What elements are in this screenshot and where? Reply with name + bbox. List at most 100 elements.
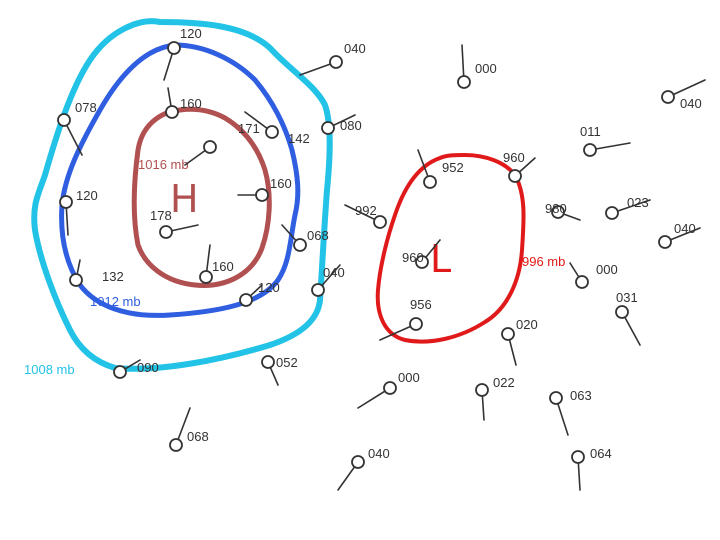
station-s24: 132	[69, 259, 124, 287]
station-pressure-code: 063	[570, 388, 592, 403]
station-s36: 040	[337, 446, 390, 491]
station-s19: 040	[658, 221, 701, 249]
station-circle-icon	[57, 113, 71, 127]
station-pressure-code: 080	[340, 118, 362, 133]
station-pressure-code: 064	[590, 446, 612, 461]
station-s25: 040	[311, 264, 345, 297]
station-pressure-code: 068	[187, 429, 209, 444]
station-circle-icon	[165, 105, 179, 119]
station-circle-icon	[551, 205, 565, 219]
station-pressure-code: 040	[323, 265, 345, 280]
station-circle-icon	[383, 381, 397, 395]
station-layer: 120 040 000 040 078 160 171 142 080 011 960 952 120 1…	[57, 26, 706, 491]
station-s26: 120	[239, 280, 280, 307]
station-pressure-code: 142	[288, 131, 310, 146]
station-pressure-code: 023	[627, 195, 649, 210]
station-pressure-code: 052	[276, 355, 298, 370]
station-circle-icon	[69, 273, 83, 287]
station-s16: 992	[344, 203, 387, 229]
station-circle-icon	[605, 206, 619, 220]
station-pressure-code: 031	[616, 290, 638, 305]
station-s05: 078	[57, 100, 97, 156]
station-circle-icon	[423, 175, 437, 189]
station-circle-icon	[329, 55, 343, 69]
station-pressure-code: 078	[75, 100, 97, 115]
station-circle-icon	[169, 438, 183, 452]
station-s07: 171	[184, 121, 260, 166]
station-circle-icon	[203, 140, 217, 154]
station-s01: 120	[163, 26, 202, 81]
station-s30: 090	[113, 359, 159, 379]
station-s17: 980	[545, 201, 581, 221]
station-pressure-code: 090	[137, 360, 159, 375]
station-s12: 952	[417, 149, 464, 189]
station-s13: 120	[59, 188, 98, 236]
station-pressure-code: 120	[180, 26, 202, 41]
station-circle-icon	[167, 41, 181, 55]
station-circle-icon	[549, 391, 563, 405]
station-pressure-code: 040	[344, 41, 366, 56]
station-s18: 023	[605, 195, 651, 220]
station-s32: 000	[357, 370, 420, 409]
station-pressure-code: 020	[516, 317, 538, 332]
station-circle-icon	[321, 121, 335, 135]
station-pressure-code: 132	[102, 269, 124, 284]
station-circle-icon	[475, 383, 489, 397]
station-pressure-code: 011	[580, 124, 601, 139]
station-s29: 020	[501, 317, 538, 366]
station-circle-icon	[409, 317, 423, 331]
station-s37: 064	[571, 446, 612, 491]
station-pressure-code: 960	[402, 250, 424, 265]
station-s34: 063	[549, 388, 592, 436]
station-s10: 011	[580, 124, 631, 157]
station-s21: 960	[402, 239, 441, 269]
station-circle-icon	[501, 327, 515, 341]
station-pressure-code: 040	[674, 221, 696, 236]
station-circle-icon	[571, 450, 585, 464]
station-s20: 068	[281, 224, 329, 252]
station-s35: 068	[169, 407, 209, 452]
station-pressure-code: 022	[493, 375, 515, 390]
station-s04: 040	[661, 79, 706, 111]
station-circle-icon	[583, 143, 597, 157]
station-pressure-code: 178	[150, 208, 172, 223]
isobar-label-1016: 1016 mb	[138, 157, 189, 172]
station-pressure-code: 040	[368, 446, 390, 461]
station-s28: 956	[379, 297, 432, 341]
station-pressure-code: 992	[355, 203, 377, 218]
station-circle-icon	[311, 283, 325, 297]
station-circle-icon	[261, 355, 275, 369]
station-pressure-code: 000	[475, 61, 497, 76]
station-circle-icon	[457, 75, 471, 89]
station-pressure-code: 000	[398, 370, 420, 385]
station-pressure-code: 960	[503, 150, 525, 165]
station-s09: 080	[321, 114, 362, 135]
station-pressure-code: 040	[680, 96, 702, 111]
station-s11: 960	[503, 150, 536, 183]
station-pressure-code: 068	[307, 228, 329, 243]
isobar-label-996: 996 mb	[522, 254, 565, 269]
station-circle-icon	[661, 90, 675, 104]
station-s23: 000	[569, 262, 618, 289]
station-circle-icon	[159, 225, 173, 239]
station-s08: 142	[244, 111, 310, 146]
station-s06: 160	[165, 87, 202, 119]
station-circle-icon	[615, 305, 629, 319]
station-pressure-code: 160	[270, 176, 292, 191]
station-s03: 000	[457, 44, 497, 89]
station-pressure-code: 120	[76, 188, 98, 203]
station-circle-icon	[508, 169, 522, 183]
station-circle-icon	[658, 235, 672, 249]
station-pressure-code: 160	[212, 259, 234, 274]
station-circle-icon	[351, 455, 365, 469]
station-pressure-code: 160	[180, 96, 202, 111]
station-circle-icon	[575, 275, 589, 289]
station-circle-icon	[293, 238, 307, 252]
isobar-1008	[31, 18, 333, 372]
station-pressure-code: 980	[545, 201, 567, 216]
isobar-996	[375, 152, 526, 344]
station-pressure-code: 956	[410, 297, 432, 312]
high-pressure-letter: H	[170, 177, 199, 221]
station-circle-icon	[59, 195, 73, 209]
